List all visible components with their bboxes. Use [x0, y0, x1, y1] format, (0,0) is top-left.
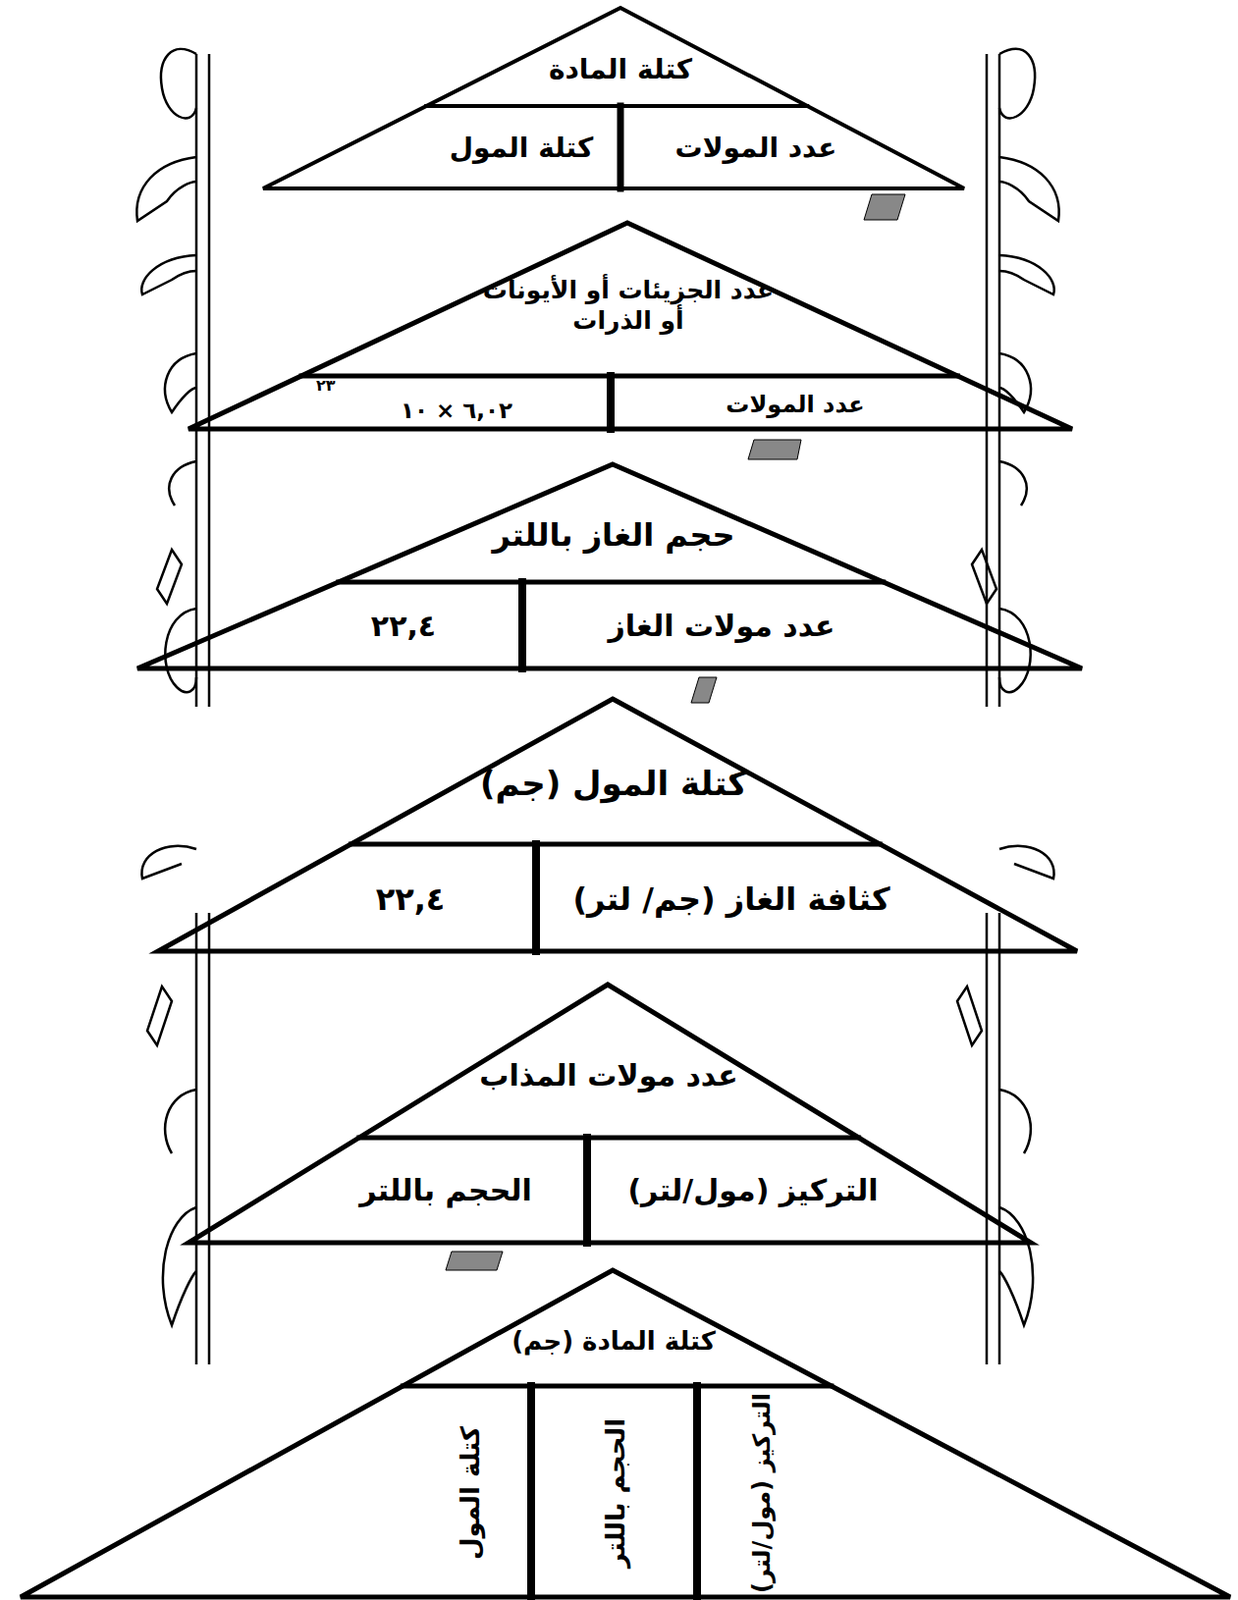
- triangle-outline: [188, 984, 1031, 1243]
- formula-term: ٦,٠٢ × ١٠: [314, 394, 599, 427]
- term-text: كثافة الغاز (جم/ لتر): [572, 879, 890, 919]
- curl: [136, 157, 197, 221]
- term-text: كتلة المادة: [548, 52, 693, 87]
- divider-line: [301, 374, 959, 379]
- triangle: [188, 984, 1031, 1243]
- curl: [168, 461, 197, 506]
- formula-term: كتلة المادة (جم): [481, 1297, 747, 1385]
- curl: [999, 1089, 1031, 1154]
- formula-term: كتلة المول (جم): [431, 724, 796, 843]
- formula-triangle: كتلة المول (جم) كثافة الغاز (جم/ لتر) ٢٢,٤: [158, 699, 1077, 952]
- divider-line: [693, 1386, 701, 1598]
- formula-term: التركيز (مول/لتر): [600, 1142, 906, 1239]
- diamond: [957, 986, 982, 1046]
- curl: [164, 1089, 197, 1154]
- right-pipe: [986, 913, 1000, 1365]
- term-text: ٦,٠٢ × ١٠: [400, 396, 513, 426]
- curl: [141, 255, 197, 295]
- gray-mark: [445, 1251, 503, 1271]
- formula-term: عدد مولات المذاب: [471, 1015, 747, 1137]
- divider-line: [518, 582, 527, 669]
- term-text: الحجم باللتر: [598, 1417, 632, 1567]
- formula-term: كثافة الغاز (جم/ لتر): [549, 850, 914, 949]
- gray-mark: [748, 439, 802, 460]
- term-text: التركيز (مول/لتر): [627, 1172, 878, 1210]
- curl: [164, 353, 197, 413]
- triangle-outline: [263, 7, 965, 189]
- term-text: الحجم باللتر: [359, 1172, 533, 1210]
- term-text: عدد مولات الغاز: [608, 607, 836, 646]
- formula-term: عدد الجزيئات أو الأيونات أو الذرات: [471, 235, 786, 376]
- triangle: [188, 222, 1073, 430]
- term-text: حجم الغاز باللتر: [491, 515, 735, 555]
- term-text: عدد الجزيئات أو الأيونات أو الذرات: [471, 274, 786, 337]
- divider-line: [426, 104, 808, 108]
- divider-line: [606, 376, 615, 430]
- formula-term: الحجم باللتر: [314, 1142, 578, 1239]
- triangle: [20, 1270, 1231, 1598]
- term-text: عدد المولات: [725, 389, 864, 420]
- divider-line: [583, 1137, 592, 1243]
- formula-term: كتلة المول: [412, 1392, 527, 1594]
- divider-line: [338, 580, 884, 586]
- formula-triangle: حجم الغاز باللتر عدد مولات الغاز ٢٢,٤: [137, 464, 1082, 669]
- curl: [999, 846, 1055, 879]
- curl: [161, 49, 197, 119]
- term-text: عدد المولات: [675, 130, 838, 165]
- curl: [999, 157, 1060, 221]
- divider-line: [350, 842, 880, 848]
- diamond: [147, 986, 172, 1046]
- curl: [999, 461, 1027, 506]
- curl: [999, 255, 1055, 295]
- formula-term: ٢٢,٤: [294, 587, 513, 666]
- divider-line: [617, 106, 625, 189]
- formula-triangle: عدد مولات المذاب التركيز (مول/لتر) الحجم ب…: [188, 984, 1031, 1243]
- triangle: [158, 699, 1077, 952]
- term-text: ٢٣: [316, 376, 336, 396]
- term-text: كتلة المادة (جم): [511, 1325, 716, 1358]
- formula-term: عدد المولات: [638, 109, 874, 185]
- term-text: كتلة المول: [453, 1425, 486, 1560]
- gray-mark: [863, 194, 906, 220]
- formula-term: ٢٢,٤: [294, 850, 527, 949]
- curl: [999, 608, 1031, 693]
- formula-term: حجم الغاز باللتر: [412, 488, 815, 582]
- divider-line: [527, 1386, 536, 1598]
- term-text: كتلة المول (جم): [480, 762, 748, 806]
- divider-line: [402, 1384, 832, 1390]
- triangle: [263, 7, 965, 189]
- left-pipe: [196, 913, 210, 1365]
- formula-triangle: عدد الجزيئات أو الأيونات أو الذرات عدد ال…: [188, 222, 1073, 430]
- formula-term: عدد المولات: [628, 382, 963, 427]
- term-text: ٢٢,٤: [376, 879, 446, 919]
- diamond: [157, 549, 182, 604]
- term-text: التركيز (مول/لتر): [746, 1392, 776, 1593]
- formula-triangle: كتلة المادة عدد المولات كتلة المول: [263, 7, 965, 189]
- formula-term: عدد مولات الغاز: [539, 587, 904, 666]
- formula-term: التركيز (مول/لتر): [702, 1392, 819, 1594]
- formula-term: كتلة المادة: [520, 32, 721, 106]
- curl: [999, 49, 1035, 119]
- term-text: عدد مولات المذاب: [479, 1057, 738, 1095]
- formula-term: كتلة المول: [431, 109, 611, 185]
- left-pipe: [196, 53, 210, 707]
- formula-term: ٢٣: [316, 376, 360, 396]
- right-pipe: [986, 53, 1000, 707]
- triangle: [137, 464, 1082, 669]
- term-text: ٢٢,٤: [371, 607, 436, 646]
- formula-term: الحجم باللتر: [538, 1392, 692, 1594]
- curl: [141, 846, 197, 879]
- divider-line: [532, 844, 540, 952]
- diamond: [971, 549, 997, 604]
- curl: [162, 1207, 197, 1326]
- formula-triangle: كتلة المادة (جم) التركيز (مول/لتر) الحجم ب…: [20, 1270, 1231, 1598]
- term-text: كتلة المول: [449, 130, 594, 165]
- divider-line: [359, 1135, 860, 1141]
- gray-mark: [691, 677, 717, 703]
